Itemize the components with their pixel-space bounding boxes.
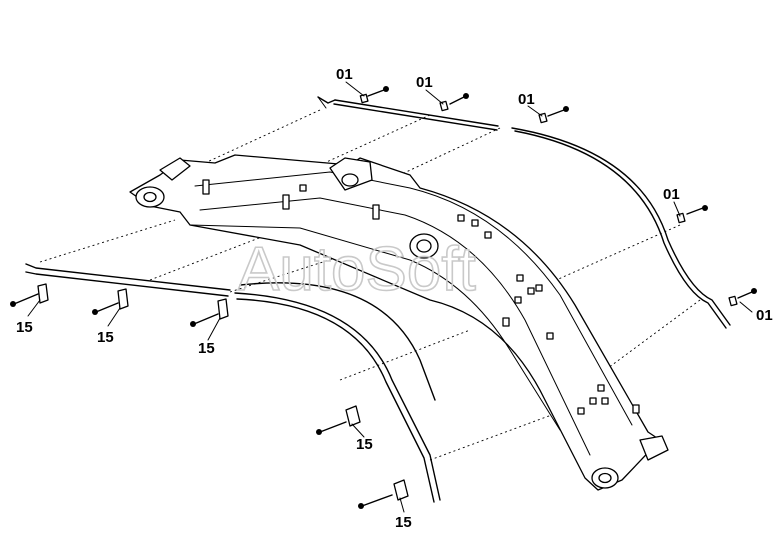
- upper-pipe-right: [511, 127, 731, 329]
- callout-label: 15: [395, 514, 412, 531]
- bolt-01-a: [359, 86, 389, 104]
- bolt-15-c: [190, 298, 229, 327]
- bolt-01-e: [728, 288, 757, 307]
- bolt-01-d: [676, 205, 708, 224]
- bolt-01-b: [439, 93, 469, 112]
- callout-label: 15: [198, 340, 215, 357]
- left-pipe-upper: [25, 263, 231, 297]
- callout-label: 15: [97, 329, 114, 346]
- callout-label: 15: [16, 319, 33, 336]
- callout-label: 15: [356, 436, 373, 453]
- upper-pipe-left: [317, 96, 499, 131]
- lower-curved-hoses: [234, 282, 441, 503]
- bolt-01-c: [538, 106, 569, 124]
- watermark: AutoSoft: [238, 235, 476, 304]
- callout-label: 01: [416, 74, 433, 91]
- callout-label: 01: [518, 91, 535, 108]
- bolt-15-b: [92, 288, 129, 315]
- callout-label: 01: [663, 186, 680, 203]
- callout-label: 01: [336, 66, 353, 83]
- callout-label: 01: [756, 307, 773, 324]
- bolt-15-d: [316, 405, 361, 435]
- bolt-15-e: [358, 479, 409, 509]
- leader-lines: [27, 81, 753, 513]
- bolt-15-a: [10, 283, 49, 307]
- boom-body: [129, 154, 669, 491]
